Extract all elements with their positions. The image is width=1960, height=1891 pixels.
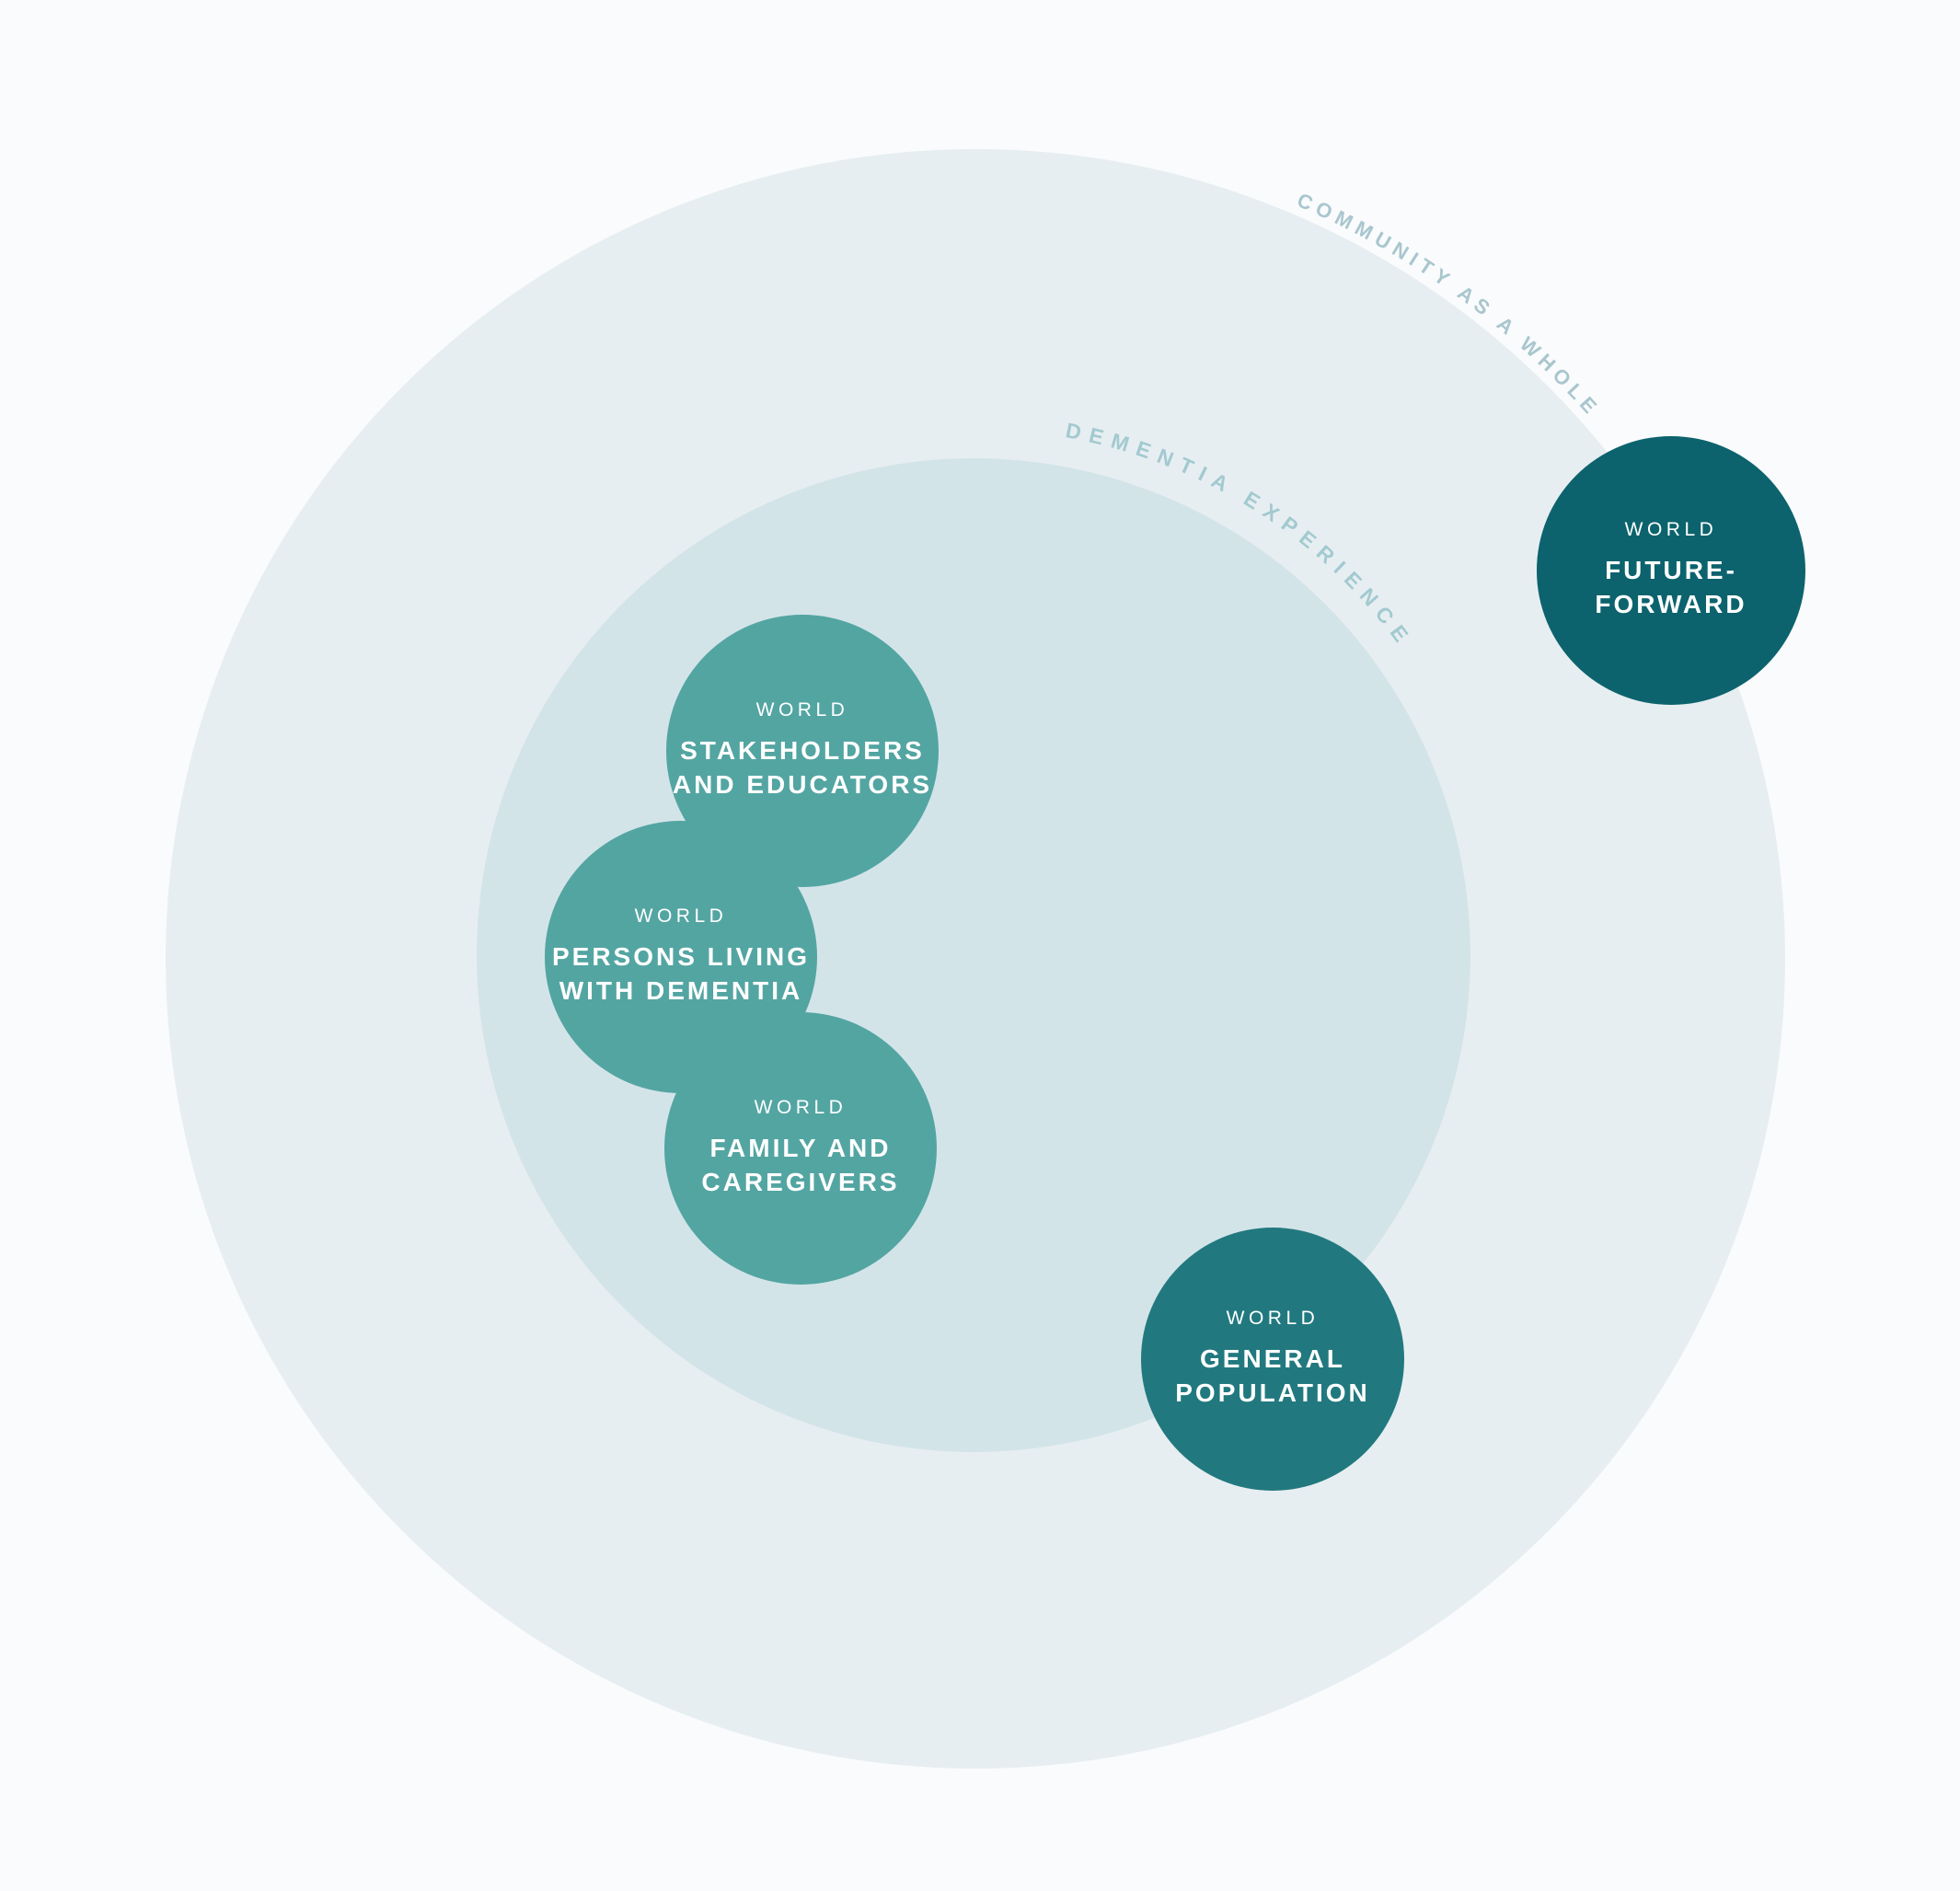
world-name-future-forward: FUTURE- FORWARD — [1595, 556, 1747, 618]
world-name-stakeholders-and-educators: STAKEHOLDERS AND EDUCATORS — [672, 736, 933, 799]
world-eyebrow: WORLD — [634, 905, 728, 928]
world-name-general-population: GENERAL POPULATION — [1175, 1344, 1370, 1407]
world-circle-persons-living-with-dementia: WORLD PERSONS LIVING WITH DEMENTIA — [545, 821, 817, 1093]
world-eyebrow: WORLD — [1624, 519, 1718, 541]
world-eyebrow: WORLD — [754, 1097, 847, 1119]
world-name-family-and-caregivers: FAMILY AND CAREGIVERS — [701, 1134, 900, 1196]
world-circle-general-population: WORLD GENERAL POPULATION — [1141, 1228, 1404, 1491]
world-name-persons-living-with-dementia: PERSONS LIVING WITH DEMENTIA — [551, 942, 811, 1005]
world-circle-family-and-caregivers: WORLD FAMILY AND CAREGIVERS — [664, 1012, 937, 1285]
world-eyebrow: WORLD — [755, 699, 849, 721]
world-eyebrow: WORLD — [1226, 1308, 1320, 1330]
world-circle-future-forward: WORLD FUTURE- FORWARD — [1537, 436, 1805, 705]
